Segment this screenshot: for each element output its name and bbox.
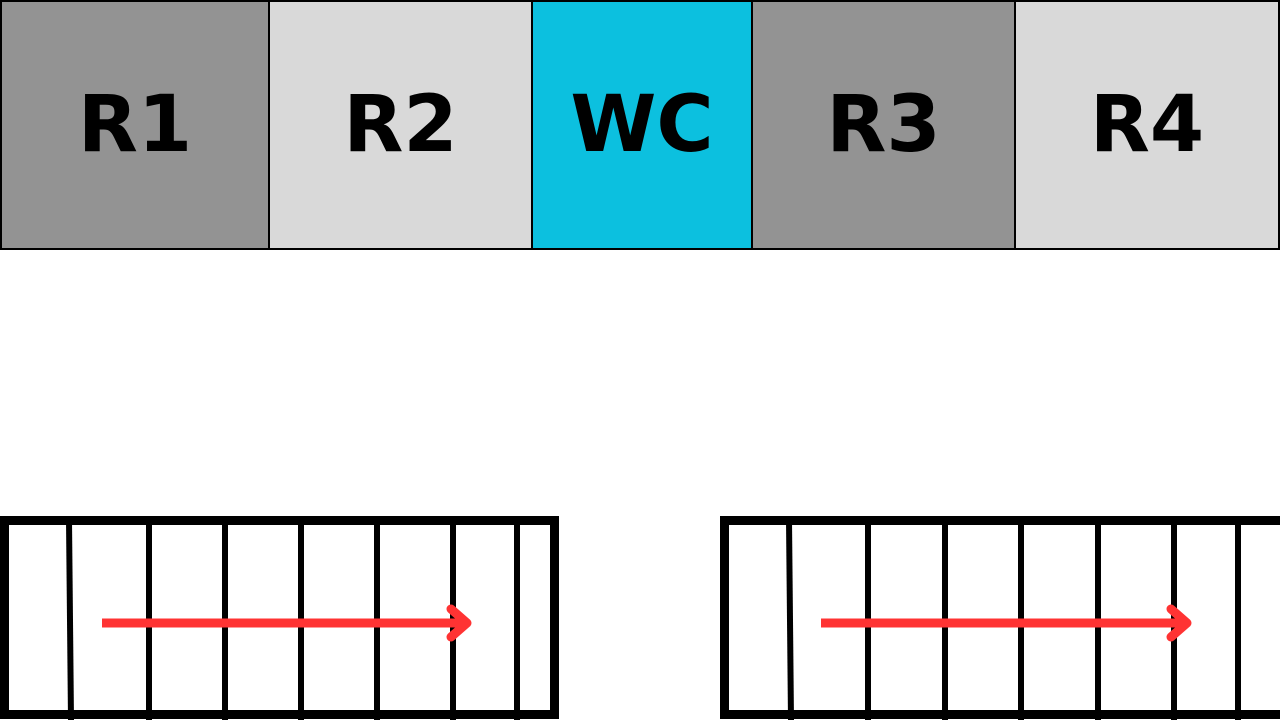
room-r3: R3: [751, 0, 1016, 250]
room-label: R2: [343, 80, 458, 170]
stair-treads: [786, 519, 1241, 720]
room-wc: WC: [531, 0, 753, 250]
stair-outline: [720, 516, 1280, 719]
stair-outline: [0, 516, 559, 719]
room-label: R4: [1089, 80, 1205, 170]
arrow-right-icon: [102, 604, 472, 642]
room-label: R1: [77, 80, 193, 170]
stair-left: [0, 516, 559, 720]
arrow-right-icon: [821, 604, 1192, 642]
room-r1: R1: [0, 0, 270, 250]
room-r2: R2: [268, 0, 533, 250]
room-label: WC: [570, 80, 714, 170]
room-r4: R4: [1014, 0, 1280, 250]
stair-right: [720, 516, 1280, 720]
room-label: R3: [826, 80, 941, 170]
